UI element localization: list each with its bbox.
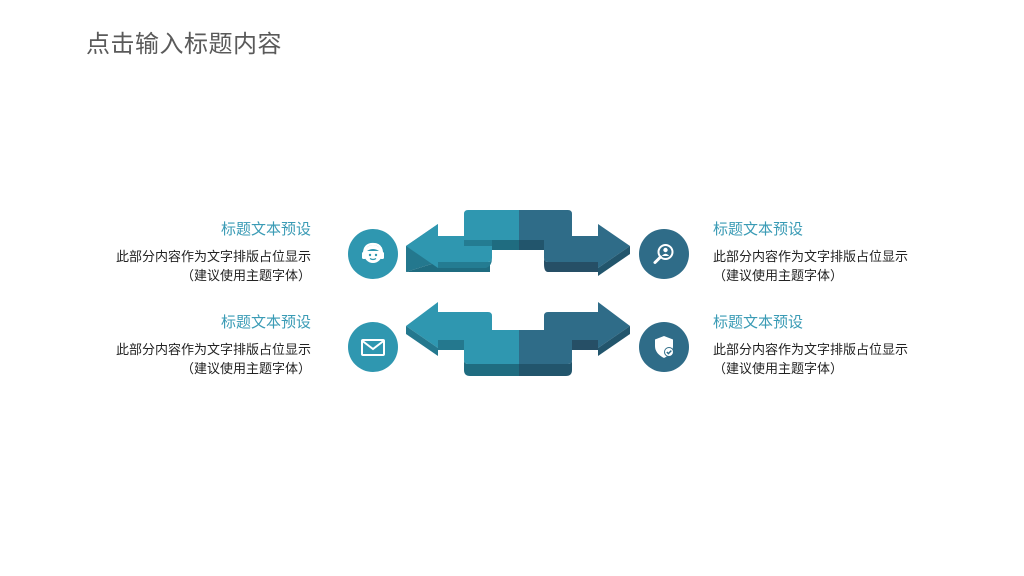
double-arrow-diagram [406,210,630,376]
bottom-right-arrow-base [519,360,572,376]
item-desc-line1: 此部分内容作为文字排版占位显示 [713,250,909,265]
shield-check-icon [655,336,674,358]
top-right-arrow-side [598,246,630,276]
item-desc-bottom-right: 此部分内容作为文字排版占位显示 （建议使用主题字体） [713,341,908,379]
item-title-top-right: 标题文本预设 [713,220,804,238]
mail-icon [361,339,385,356]
bottom-right-arrow-front [572,340,598,350]
item-title-bottom-right: 标题文本预设 [713,313,804,331]
bottom-left-arrow-base [464,360,519,376]
customer-service-icon-circle [348,229,398,279]
top-center-seam-teal [492,240,519,250]
bottom-left-arrow-face [406,302,519,364]
item-desc-line2: （建议使用主题字体） [713,269,844,284]
bottom-right-arrow-face [519,302,630,364]
bottom-left-arrow-side [406,326,438,356]
item-title-bottom-left: 标题文本预设 [220,313,311,331]
top-right-arrow-bottom [544,258,598,272]
item-desc-bottom-left: 此部分内容作为文字排版占位显示 （建议使用主题字体） [116,341,311,379]
item-desc-line2: （建议使用主题字体） [180,362,311,377]
item-desc-line2: （建议使用主题字体） [180,269,311,284]
top-left-arrow-edge [438,236,519,268]
top-right-arrow-face [519,210,630,268]
top-left-arrow-face [406,210,519,268]
bottom-left-arrow-front [438,340,464,350]
customer-service-icon [362,242,384,263]
search-person-icon-circle [639,229,689,279]
item-desc-line2: （建议使用主题字体） [713,362,844,377]
search-person-icon [653,244,674,264]
bottom-right-arrow-side [598,326,630,356]
top-center-seam [519,240,544,250]
item-desc-line1: 此部分内容作为文字排版占位显示 [115,250,311,265]
item-desc-top-left: 此部分内容作为文字排版占位显示 （建议使用主题字体） [116,248,311,286]
page-title: 点击输入标题内容 [86,30,282,58]
shield-check-icon-circle [639,322,689,372]
item-desc-line1: 此部分内容作为文字排版占位显示 [115,343,311,358]
item-title-top-left: 标题文本预设 [220,220,311,238]
item-desc-line1: 此部分内容作为文字排版占位显示 [713,343,909,358]
mail-icon-circle [348,322,398,372]
item-desc-top-right: 此部分内容作为文字排版占位显示 （建议使用主题字体） [713,248,908,286]
